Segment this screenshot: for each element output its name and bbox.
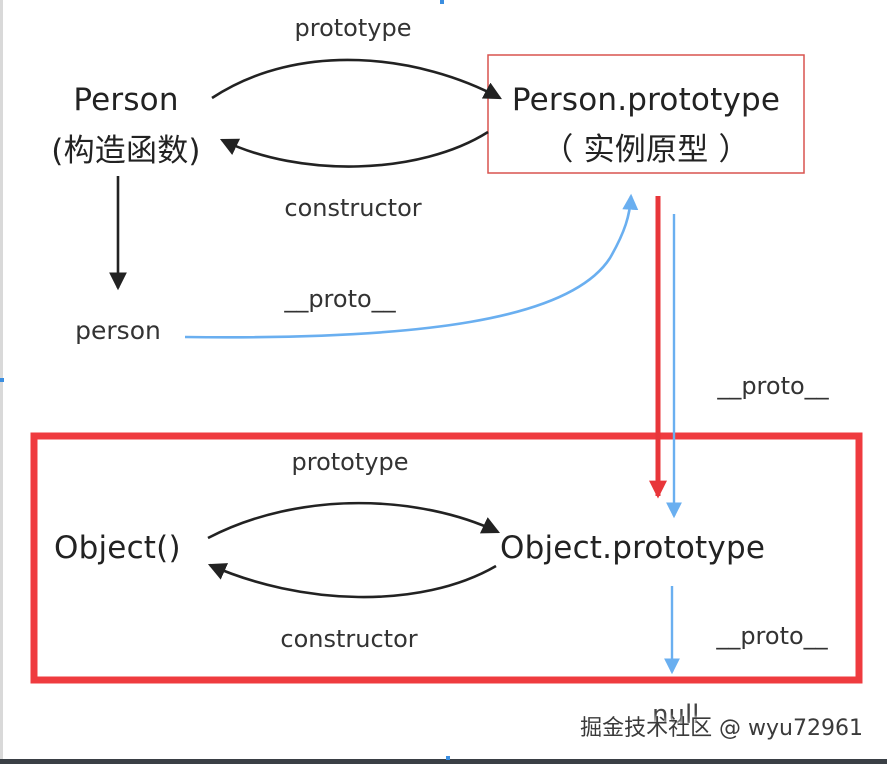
edge-label-constructor-bottom: constructor	[280, 625, 418, 653]
person-instance-label: person	[75, 316, 161, 345]
object-prototype-label: Object.prototype	[500, 530, 766, 566]
person-constructor-title: Person	[73, 82, 179, 118]
object-constructor-label: Object()	[54, 530, 181, 566]
edge-label-proto-person-prototype: __proto__	[717, 372, 829, 400]
edge-label-prototype-bottom: prototype	[291, 448, 409, 476]
arrow-proto-person	[184, 193, 639, 339]
arrow-constructor-bottom	[207, 563, 497, 599]
person-constructor-subtitle: (构造函数)	[51, 133, 201, 169]
watermark: 掘金技术社区 @ wyu72961	[580, 716, 863, 741]
edge-label-constructor-top: constructor	[284, 194, 422, 222]
resize-handle-bottom	[446, 756, 450, 760]
person-prototype-subtitle: （ 实例原型 ）	[542, 132, 750, 168]
edge-label-proto-object-prototype: __proto__	[716, 622, 828, 650]
object-section-box	[30, 432, 863, 684]
arrow-prototype-top	[211, 58, 502, 100]
null-label: null	[652, 700, 700, 730]
frame-bottom-edge	[0, 759, 887, 764]
frame-left-edge	[0, 0, 3, 764]
edge-label-prototype-top: prototype	[294, 14, 412, 42]
edge-label-proto-person: __proto__	[284, 285, 396, 313]
arrow-prototype-bottom	[207, 501, 501, 540]
person-prototype-title: Person.prototype	[511, 82, 781, 118]
person-prototype-box	[487, 54, 805, 174]
resize-handle-top	[440, 0, 444, 4]
arrow-constructor-top	[219, 130, 489, 168]
resize-handle-left	[0, 378, 4, 382]
